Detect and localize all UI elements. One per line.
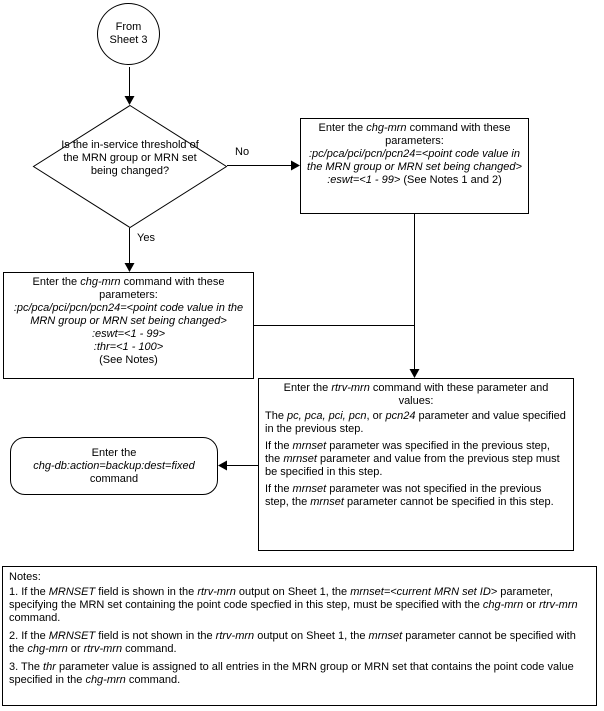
start-terminal: From Sheet 3 — [97, 3, 160, 65]
note-1: 1. If the MRNSET field is shown in the r… — [9, 586, 578, 624]
notes-title: Notes: — [9, 571, 41, 583]
rtrv-mrn-p2: If the mrnset parameter was specified in… — [265, 440, 560, 478]
decision-question: Is the in-service threshold of the MRN g… — [61, 139, 199, 177]
chg-mrn-thr-intro: Enter the chg-mrn command with these par… — [32, 276, 225, 301]
chg-db-line3: command — [89, 472, 139, 485]
arrowhead-down-decision — [124, 96, 135, 105]
chg-mrn-thr-box: Enter the chg-mrn command with these par… — [3, 272, 254, 379]
start-terminal-label: From Sheet 3 — [109, 21, 148, 46]
chg-mrn-eswt-line: :eswt=<1 - 99> (See Notes 1 and 2) — [327, 174, 502, 186]
chg-mrn-thr-see-notes: (See Notes) — [99, 354, 158, 366]
arrowhead-left-chgdb — [218, 460, 227, 471]
notes-box: Notes: 1. If the MRNSET field is shown i… — [2, 566, 597, 706]
rtrv-mrn-box: Enter the rtrv-mrn command with these pa… — [258, 378, 574, 551]
note-2: 2. If the MRNSET field is not shown in t… — [9, 630, 576, 655]
chg-mrn-thr-thr: :thr=<1 - 100> — [93, 341, 164, 353]
decision-diamond-shape — [32, 104, 228, 229]
chg-mrn-eswt-intro: Enter the chg-mrn command with these par… — [318, 122, 511, 147]
arrowhead-right-no-box — [291, 160, 300, 171]
no-edge-label: No — [234, 146, 251, 159]
arrowhead-down-rtrv-box — [409, 369, 420, 378]
yes-edge-label: Yes — [136, 232, 156, 245]
chg-db-command-text: chg-db:action=backup:dest=fixed — [33, 459, 195, 472]
rtrv-mrn-intro: Enter the rtrv-mrn command with these pa… — [283, 382, 549, 407]
chg-db-backup-terminal: Enter the chg-db:action=backup:dest=fixe… — [10, 437, 218, 495]
chg-mrn-eswt-params: :pc/pca/pci/pcn/pcn24=<point code value … — [307, 148, 522, 173]
rtrv-mrn-p3: If the mrnset parameter was not specifie… — [265, 483, 554, 508]
arrowhead-down-yes-box — [124, 263, 135, 272]
chg-mrn-eswt-box: Enter the chg-mrn command with these par… — [300, 118, 529, 214]
note-3: 3. The thr parameter value is assigned t… — [9, 661, 574, 686]
chg-mrn-thr-params: :pc/pca/pci/pcn/pcn24=<point code value … — [13, 302, 244, 327]
chg-db-line1: Enter the — [91, 446, 137, 459]
rtrv-mrn-p1: The pc, pca, pci, pcn, or pcn24 paramete… — [265, 410, 566, 435]
chg-mrn-thr-eswt: :eswt=<1 - 99> — [91, 328, 166, 340]
